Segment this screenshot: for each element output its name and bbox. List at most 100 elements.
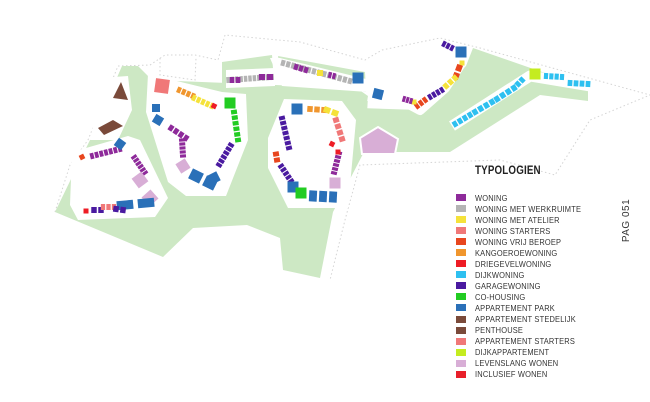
unit-garage bbox=[280, 125, 288, 131]
unit-atelier bbox=[322, 106, 332, 114]
legend-item-driegevel: DRIEGEVELWONING bbox=[456, 258, 593, 269]
legend-swatch bbox=[456, 238, 466, 246]
unit-dijkwoning bbox=[456, 117, 464, 125]
unit-werkruimte bbox=[347, 77, 353, 85]
legend-label: WONING bbox=[475, 192, 508, 203]
unit-kangoeroe bbox=[175, 86, 183, 94]
unit-dijkwoning bbox=[504, 87, 513, 96]
unit-garage bbox=[434, 88, 442, 96]
unit-dijkwoning bbox=[579, 80, 585, 87]
unit-atelier bbox=[442, 82, 450, 90]
unit-cohousing bbox=[295, 187, 307, 199]
unit-cohousing bbox=[232, 120, 239, 126]
legend-item-levenslang: LEVENSLANG WONEN bbox=[456, 358, 593, 369]
legend-label: LEVENSLANG WONEN bbox=[475, 358, 559, 369]
unit-woning bbox=[229, 77, 235, 83]
unit-woning bbox=[293, 63, 299, 71]
unit-woning bbox=[298, 65, 304, 72]
unit-garage bbox=[220, 153, 228, 161]
unit-atelier bbox=[330, 109, 340, 117]
unit-starters bbox=[332, 116, 340, 124]
unit-dijkwoning bbox=[493, 95, 501, 103]
legend-swatch bbox=[456, 227, 466, 235]
unit-vrijberoep bbox=[78, 153, 86, 161]
legend-label: PENTHOUSE bbox=[475, 325, 524, 336]
unit-apppark bbox=[352, 72, 364, 84]
legend-label: APPARTEMENT STEDELIJK bbox=[475, 314, 576, 325]
legend-swatch bbox=[456, 359, 466, 367]
unit-atelier bbox=[317, 70, 323, 76]
unit-dijkwoning bbox=[488, 98, 496, 106]
unit-kangoeroe bbox=[185, 90, 192, 98]
unit-kangoeroe bbox=[307, 105, 313, 113]
unit-garage bbox=[438, 86, 446, 94]
unit-garage bbox=[215, 161, 223, 169]
legend-label: WONING MET ATELIER bbox=[475, 214, 560, 225]
unit-werkruimte bbox=[243, 75, 248, 82]
unit-dijkwoning bbox=[573, 80, 579, 87]
unit-werkruimte bbox=[226, 76, 230, 84]
unit-dijkwoning bbox=[543, 72, 549, 80]
unit-woning bbox=[172, 127, 180, 136]
unit-woning bbox=[332, 162, 340, 168]
unit-woning bbox=[331, 166, 339, 172]
unit-apppark bbox=[152, 104, 160, 112]
unit-woning bbox=[89, 152, 95, 160]
unit-dijkapp bbox=[529, 68, 541, 80]
legend-swatch bbox=[456, 282, 466, 290]
unit-woning bbox=[98, 150, 104, 158]
unit-driegevel bbox=[328, 140, 336, 148]
appartement-stedelijk-block-2 bbox=[98, 120, 123, 135]
unit-werkruimte bbox=[336, 74, 343, 82]
unit-garage bbox=[426, 93, 434, 101]
unit-woning bbox=[135, 160, 142, 167]
unit-starters bbox=[336, 129, 344, 137]
unit-atelier bbox=[204, 100, 211, 108]
legend-label: DIJKWONING bbox=[475, 269, 525, 280]
pad-cluster-middle bbox=[146, 74, 248, 196]
unit-apppark bbox=[308, 190, 318, 202]
housing-units bbox=[78, 40, 591, 214]
unit-woning bbox=[258, 74, 266, 80]
legend-item-cohousing: CO-HOUSING bbox=[456, 291, 593, 302]
unit-dijkwoning bbox=[466, 111, 474, 119]
unit-werkruimte bbox=[280, 59, 286, 67]
unit-atelier bbox=[191, 94, 197, 102]
unit-vrijberoep bbox=[273, 157, 281, 163]
legend-item-penthouse: PENTHOUSE bbox=[456, 325, 593, 336]
unit-woning bbox=[167, 124, 175, 132]
unit-garage bbox=[282, 130, 289, 136]
unit-dijkwoning bbox=[554, 73, 559, 80]
unit-garage bbox=[278, 115, 286, 121]
plot-boundaries bbox=[54, 34, 650, 281]
unit-vrijberoep bbox=[421, 96, 429, 104]
unit-garage bbox=[285, 174, 292, 181]
unit-garage bbox=[277, 162, 285, 170]
legend-label: WONING STARTERS bbox=[475, 225, 551, 236]
legend-item-inclusief: INCLUSIEF WONEN bbox=[456, 369, 593, 380]
unit-woning bbox=[130, 154, 138, 160]
legend-item-atelier: WONING MET ATELIER bbox=[456, 214, 593, 225]
unit-woning bbox=[112, 146, 118, 154]
legend-swatch bbox=[456, 271, 466, 279]
unit-dijkwoning bbox=[451, 120, 459, 128]
unit-dijkwoning bbox=[461, 114, 469, 122]
legend-label: WONING MET WERKRUIMTE bbox=[475, 203, 582, 214]
unit-woning bbox=[139, 166, 147, 173]
legend-swatch bbox=[456, 260, 466, 268]
unit-woning bbox=[235, 77, 241, 83]
legend-swatch bbox=[456, 216, 466, 224]
unit-woning bbox=[331, 72, 337, 80]
unit-garage bbox=[285, 145, 293, 151]
legend-swatch bbox=[456, 293, 466, 301]
page-number: PAG 051 bbox=[621, 198, 633, 243]
legend-item-dijkwoning: DIJKWONING bbox=[456, 269, 593, 280]
unit-dijkwoning bbox=[498, 91, 507, 100]
legend-swatch bbox=[456, 326, 466, 334]
unit-kangoeroe bbox=[180, 88, 187, 96]
legend-label: DRIEGEVELWONING bbox=[475, 258, 552, 269]
unit-woning bbox=[408, 97, 414, 105]
unit-garage bbox=[449, 44, 455, 52]
legend-label: KANGOEROEWONING bbox=[475, 247, 558, 258]
